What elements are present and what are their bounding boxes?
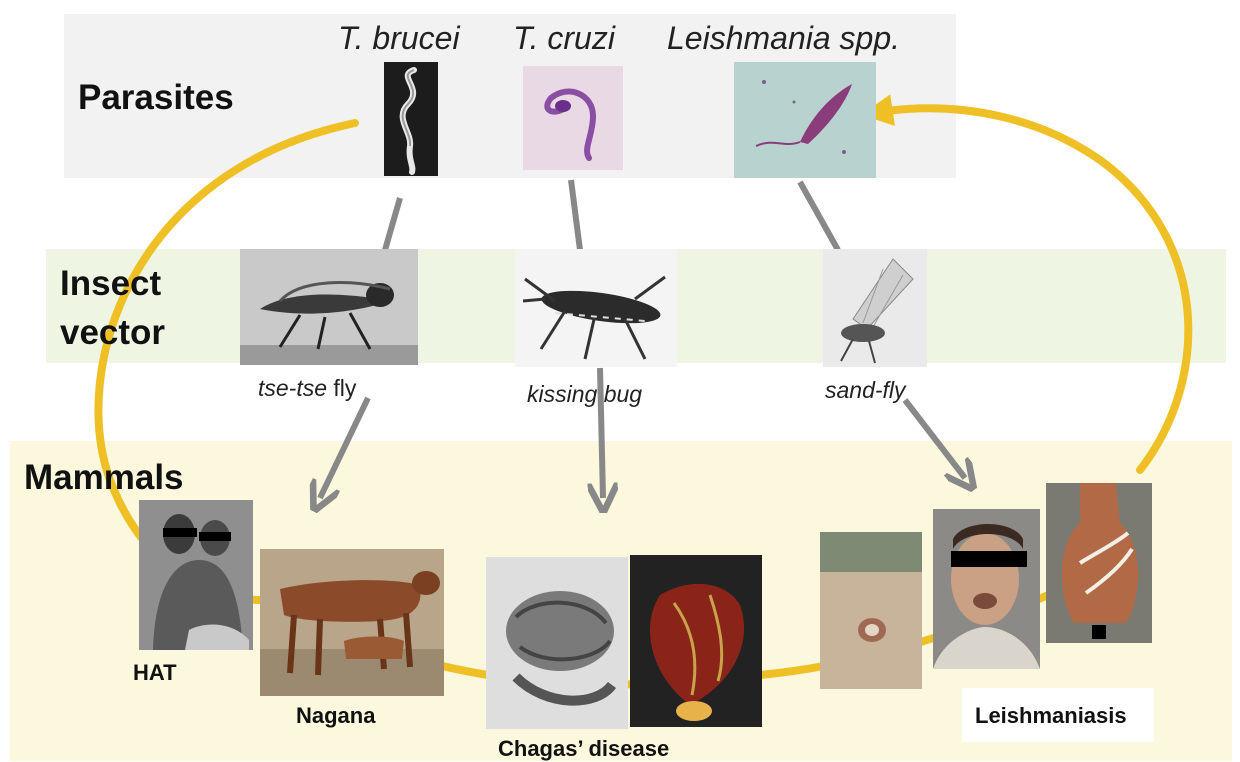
brucei-to-tsetse-link <box>385 198 400 250</box>
disease-label-hat: HAT <box>133 660 177 686</box>
hat-patients-photo <box>139 500 253 650</box>
t-cruzi-micrograph <box>523 66 623 170</box>
chagas-megacolon-photo <box>486 557 628 729</box>
kissing-bug-text: kissing bug <box>527 381 642 407</box>
sand-fly-text: sand-fly <box>825 377 906 403</box>
nagana-cattle-photo <box>260 549 444 696</box>
visceral-patient-photo <box>1046 483 1152 643</box>
species-leishmania: Leishmania spp. <box>667 20 900 56</box>
mucocutaneous-patient-photo <box>933 509 1040 669</box>
disease-label-nagana: Nagana <box>296 703 375 729</box>
disease-label-leishmaniasis: Leishmaniasis <box>975 703 1127 729</box>
row-label-vector: vector <box>60 313 165 353</box>
kissing-bug-photo <box>515 249 677 367</box>
row-label-insect: Insect <box>60 264 161 304</box>
tsetse-italic-part: tse-tse <box>258 375 327 401</box>
disease-label-chagas: Chagas’ disease <box>498 736 669 762</box>
leishmania-to-sandfly-link <box>800 182 838 250</box>
cruzi-to-kissingbug-link <box>571 180 580 250</box>
leishmania-micrograph <box>734 62 876 178</box>
vector-label-tsetse: tse-tse fly <box>258 374 356 402</box>
cutaneous-lesion-photo <box>820 532 922 689</box>
vector-label-sand-fly: sand-fly <box>825 376 906 404</box>
row-label-parasites: Parasites <box>78 78 234 118</box>
tsetse-fly-photo <box>240 249 418 365</box>
t-brucei-micrograph <box>384 62 438 176</box>
sand-fly-photo <box>823 249 927 367</box>
chagas-heart-photo <box>630 555 762 727</box>
vector-label-kissing-bug: kissing bug <box>527 380 642 408</box>
species-t-cruzi: T. cruzi <box>513 20 615 56</box>
sandfly-to-mammal-arrow <box>905 400 965 478</box>
tsetse-rest-part: fly <box>327 375 356 401</box>
row-label-mammals: Mammals <box>24 458 184 498</box>
tsetse-to-mammal-arrow <box>320 398 368 498</box>
species-t-brucei: T. brucei <box>338 20 460 56</box>
